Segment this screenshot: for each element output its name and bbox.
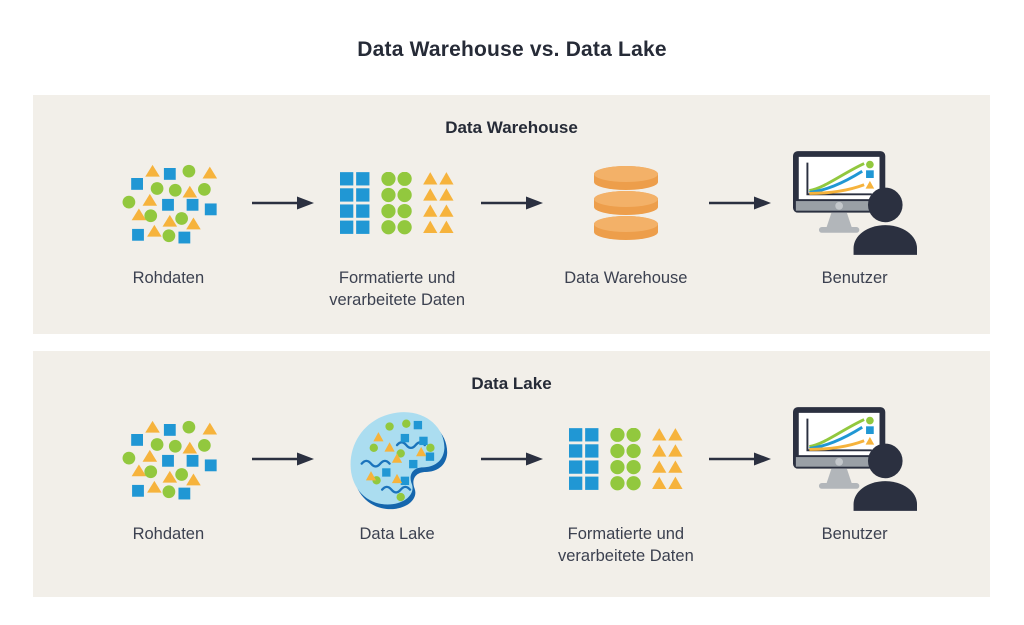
warehouse-flow: Rohdaten Formatierte und verarbeitete Da… <box>33 138 990 311</box>
flow-arrow-icon <box>709 151 772 255</box>
step-label: Data Lake <box>359 525 435 543</box>
flow-arrow-icon <box>251 151 314 255</box>
step-user: Benutzer <box>771 407 938 545</box>
page-title: Data Warehouse vs. Data Lake <box>357 38 667 61</box>
panel-header: Data Warehouse <box>445 118 578 137</box>
user-monitor-icon <box>792 151 917 255</box>
step-label: Rohdaten <box>132 525 205 543</box>
step-label: Rohdaten <box>132 269 205 287</box>
step-label: Formatierte und verarbeitete Daten <box>558 525 694 565</box>
step-raw-data: Rohdaten <box>85 407 252 545</box>
flow-arrow-icon <box>480 407 543 511</box>
database-icon <box>594 151 658 255</box>
raw-data-icon <box>118 151 218 255</box>
formatted-data-icon <box>340 151 454 255</box>
formatted-data-icon <box>568 407 683 511</box>
lake-flow: Rohdaten Data Lake Formatierte und verar… <box>33 394 990 567</box>
step-label: Benutzer <box>821 525 888 543</box>
raw-data-icon <box>118 407 218 511</box>
step-label: Benutzer <box>821 269 888 287</box>
step-label: Formatierte und verarbeitete Daten <box>329 269 465 309</box>
user-monitor-icon <box>792 407 917 511</box>
panel-data-lake: Data Lake Rohdaten Data Lake Formatierte… <box>33 351 990 597</box>
step-formatted-data: Formatierte und verarbeitete Daten <box>543 407 710 567</box>
panel-data-warehouse: Data Warehouse Rohdaten Formatierte und … <box>33 95 990 334</box>
step-data-warehouse: Data Warehouse <box>543 151 710 289</box>
flow-arrow-icon <box>709 407 772 511</box>
flow-arrow-icon <box>480 151 543 255</box>
panel-header: Data Lake <box>471 374 552 393</box>
step-raw-data: Rohdaten <box>85 151 252 289</box>
step-user: Benutzer <box>771 151 938 289</box>
lake-icon <box>342 407 452 511</box>
step-data-lake: Data Lake <box>314 407 481 545</box>
step-label: Data Warehouse <box>564 269 688 287</box>
step-formatted-data: Formatierte und verarbeitete Daten <box>314 151 481 311</box>
flow-arrow-icon <box>251 407 314 511</box>
